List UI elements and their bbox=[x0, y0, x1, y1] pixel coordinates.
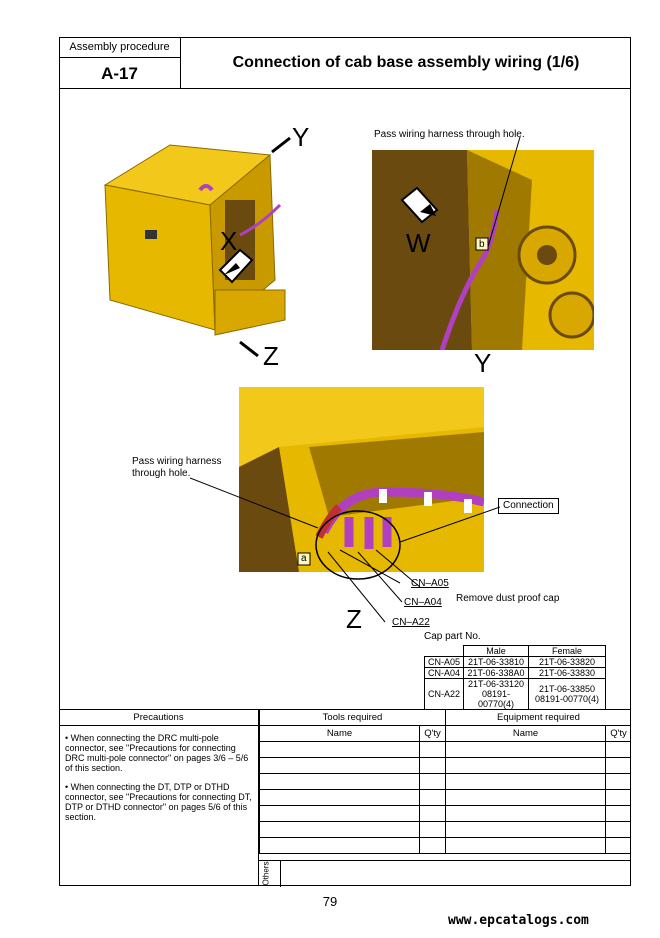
table-row bbox=[259, 741, 631, 758]
precaution-item: • When connecting the DRC multi-pole con… bbox=[65, 733, 249, 773]
cab-base-illustration bbox=[103, 136, 291, 358]
connector-cn-a22: CN–A22 bbox=[392, 617, 430, 628]
footer-url: www.epcatalogs.com bbox=[448, 913, 589, 928]
others-field bbox=[281, 860, 631, 887]
table-row bbox=[259, 837, 631, 854]
view-letter-x: X bbox=[220, 226, 238, 256]
cap-cell: 21T-06-33820 bbox=[528, 656, 607, 668]
figure3-callout-lines bbox=[190, 477, 501, 623]
table-row: CN-A22 21T-06-33120 08191-00770(4) 21T-0… bbox=[423, 678, 607, 710]
table-row bbox=[259, 821, 631, 838]
table-row bbox=[259, 789, 631, 806]
procedure-code: A-17 bbox=[59, 58, 181, 89]
figure3-note-line1: Pass wiring harness bbox=[132, 456, 222, 467]
cap-cell: 21T-06-33810 bbox=[463, 656, 530, 668]
connector-cn-a04: CN–A04 bbox=[404, 597, 442, 608]
tools-qty-header: Q'ty bbox=[418, 725, 447, 742]
others-label: Others bbox=[261, 861, 271, 886]
figure-cab-base: Y X Z bbox=[100, 124, 330, 371]
table-row bbox=[259, 773, 631, 790]
precautions-body: • When connecting the DRC multi-pole con… bbox=[59, 726, 259, 886]
table-row: CN-A04 21T-06-338A0 21T-06-33830 bbox=[423, 667, 607, 679]
view-z-illustration bbox=[239, 387, 484, 572]
cap-header-female: Female bbox=[528, 645, 607, 657]
cap-part-table: Male Female CN-A05 21T-06-33810 21T-06-3… bbox=[423, 645, 607, 710]
remove-dust-cap-note: Remove dust proof cap bbox=[456, 593, 560, 604]
tag-b: b bbox=[479, 239, 485, 250]
tools-title: Tools required bbox=[258, 710, 447, 726]
page-frame bbox=[59, 37, 631, 886]
view-letter-y2: Y bbox=[474, 348, 492, 378]
procedure-label: Assembly procedure bbox=[59, 37, 181, 58]
connection-callout: Connection bbox=[498, 498, 559, 514]
cap-cell: 21T-06-33850 08191-00770(4) bbox=[528, 678, 607, 710]
view-letter-y: Y bbox=[292, 122, 310, 152]
cap-header-male: Male bbox=[463, 645, 530, 657]
page-title: Connection of cab base assembly wiring (… bbox=[232, 54, 580, 71]
cap-cell: CN-A22 bbox=[423, 678, 465, 710]
figure-view-y: b W bbox=[372, 150, 594, 350]
table-row bbox=[259, 757, 631, 774]
requirements-section: Precautions • When connecting the DRC mu… bbox=[59, 709, 631, 887]
view-letter-w: W bbox=[406, 228, 431, 258]
cap-cell: 21T-06-33830 bbox=[528, 667, 607, 679]
cap-cell: 21T-06-33120 08191-00770(4) bbox=[463, 678, 530, 710]
connector-cn-a05: CN–A05 bbox=[411, 578, 449, 589]
cap-table-title: Cap part No. bbox=[424, 631, 481, 642]
header-divider bbox=[59, 88, 631, 89]
table-row bbox=[259, 805, 631, 822]
view-letter-z: Z bbox=[263, 341, 279, 371]
table-row: CN-A05 21T-06-33810 21T-06-33820 bbox=[423, 656, 607, 668]
others-label-cell: Others bbox=[259, 860, 281, 887]
precautions-title: Precautions bbox=[59, 710, 259, 726]
view-letter-z2: Z bbox=[346, 604, 362, 634]
tag-a: a bbox=[301, 553, 307, 564]
equipment-title: Equipment required bbox=[445, 710, 631, 726]
figure-view-z: a bbox=[239, 387, 484, 572]
cap-cell: 21T-06-338A0 bbox=[463, 667, 530, 679]
page-number: 79 bbox=[322, 894, 338, 909]
figure2-note: Pass wiring harness through hole. bbox=[374, 129, 525, 140]
precaution-item: • When connecting the DT, DTP or DTHD co… bbox=[65, 782, 252, 822]
cap-cell: CN-A04 bbox=[423, 667, 465, 679]
cap-table-header: Male Female bbox=[424, 645, 607, 657]
view-y-illustration bbox=[372, 150, 594, 350]
cap-header-blank bbox=[424, 645, 465, 657]
figure2-leader-line bbox=[487, 136, 521, 248]
tools-equipment-table: Tools required Equipment required Name Q… bbox=[258, 710, 631, 854]
tools-name-header: Name bbox=[259, 725, 420, 742]
figure3-note-line2: through hole. bbox=[132, 468, 191, 479]
equipment-name-header: Name bbox=[445, 725, 606, 742]
cap-cell: CN-A05 bbox=[423, 656, 465, 668]
equipment-qty-header: Q'ty bbox=[605, 725, 631, 742]
